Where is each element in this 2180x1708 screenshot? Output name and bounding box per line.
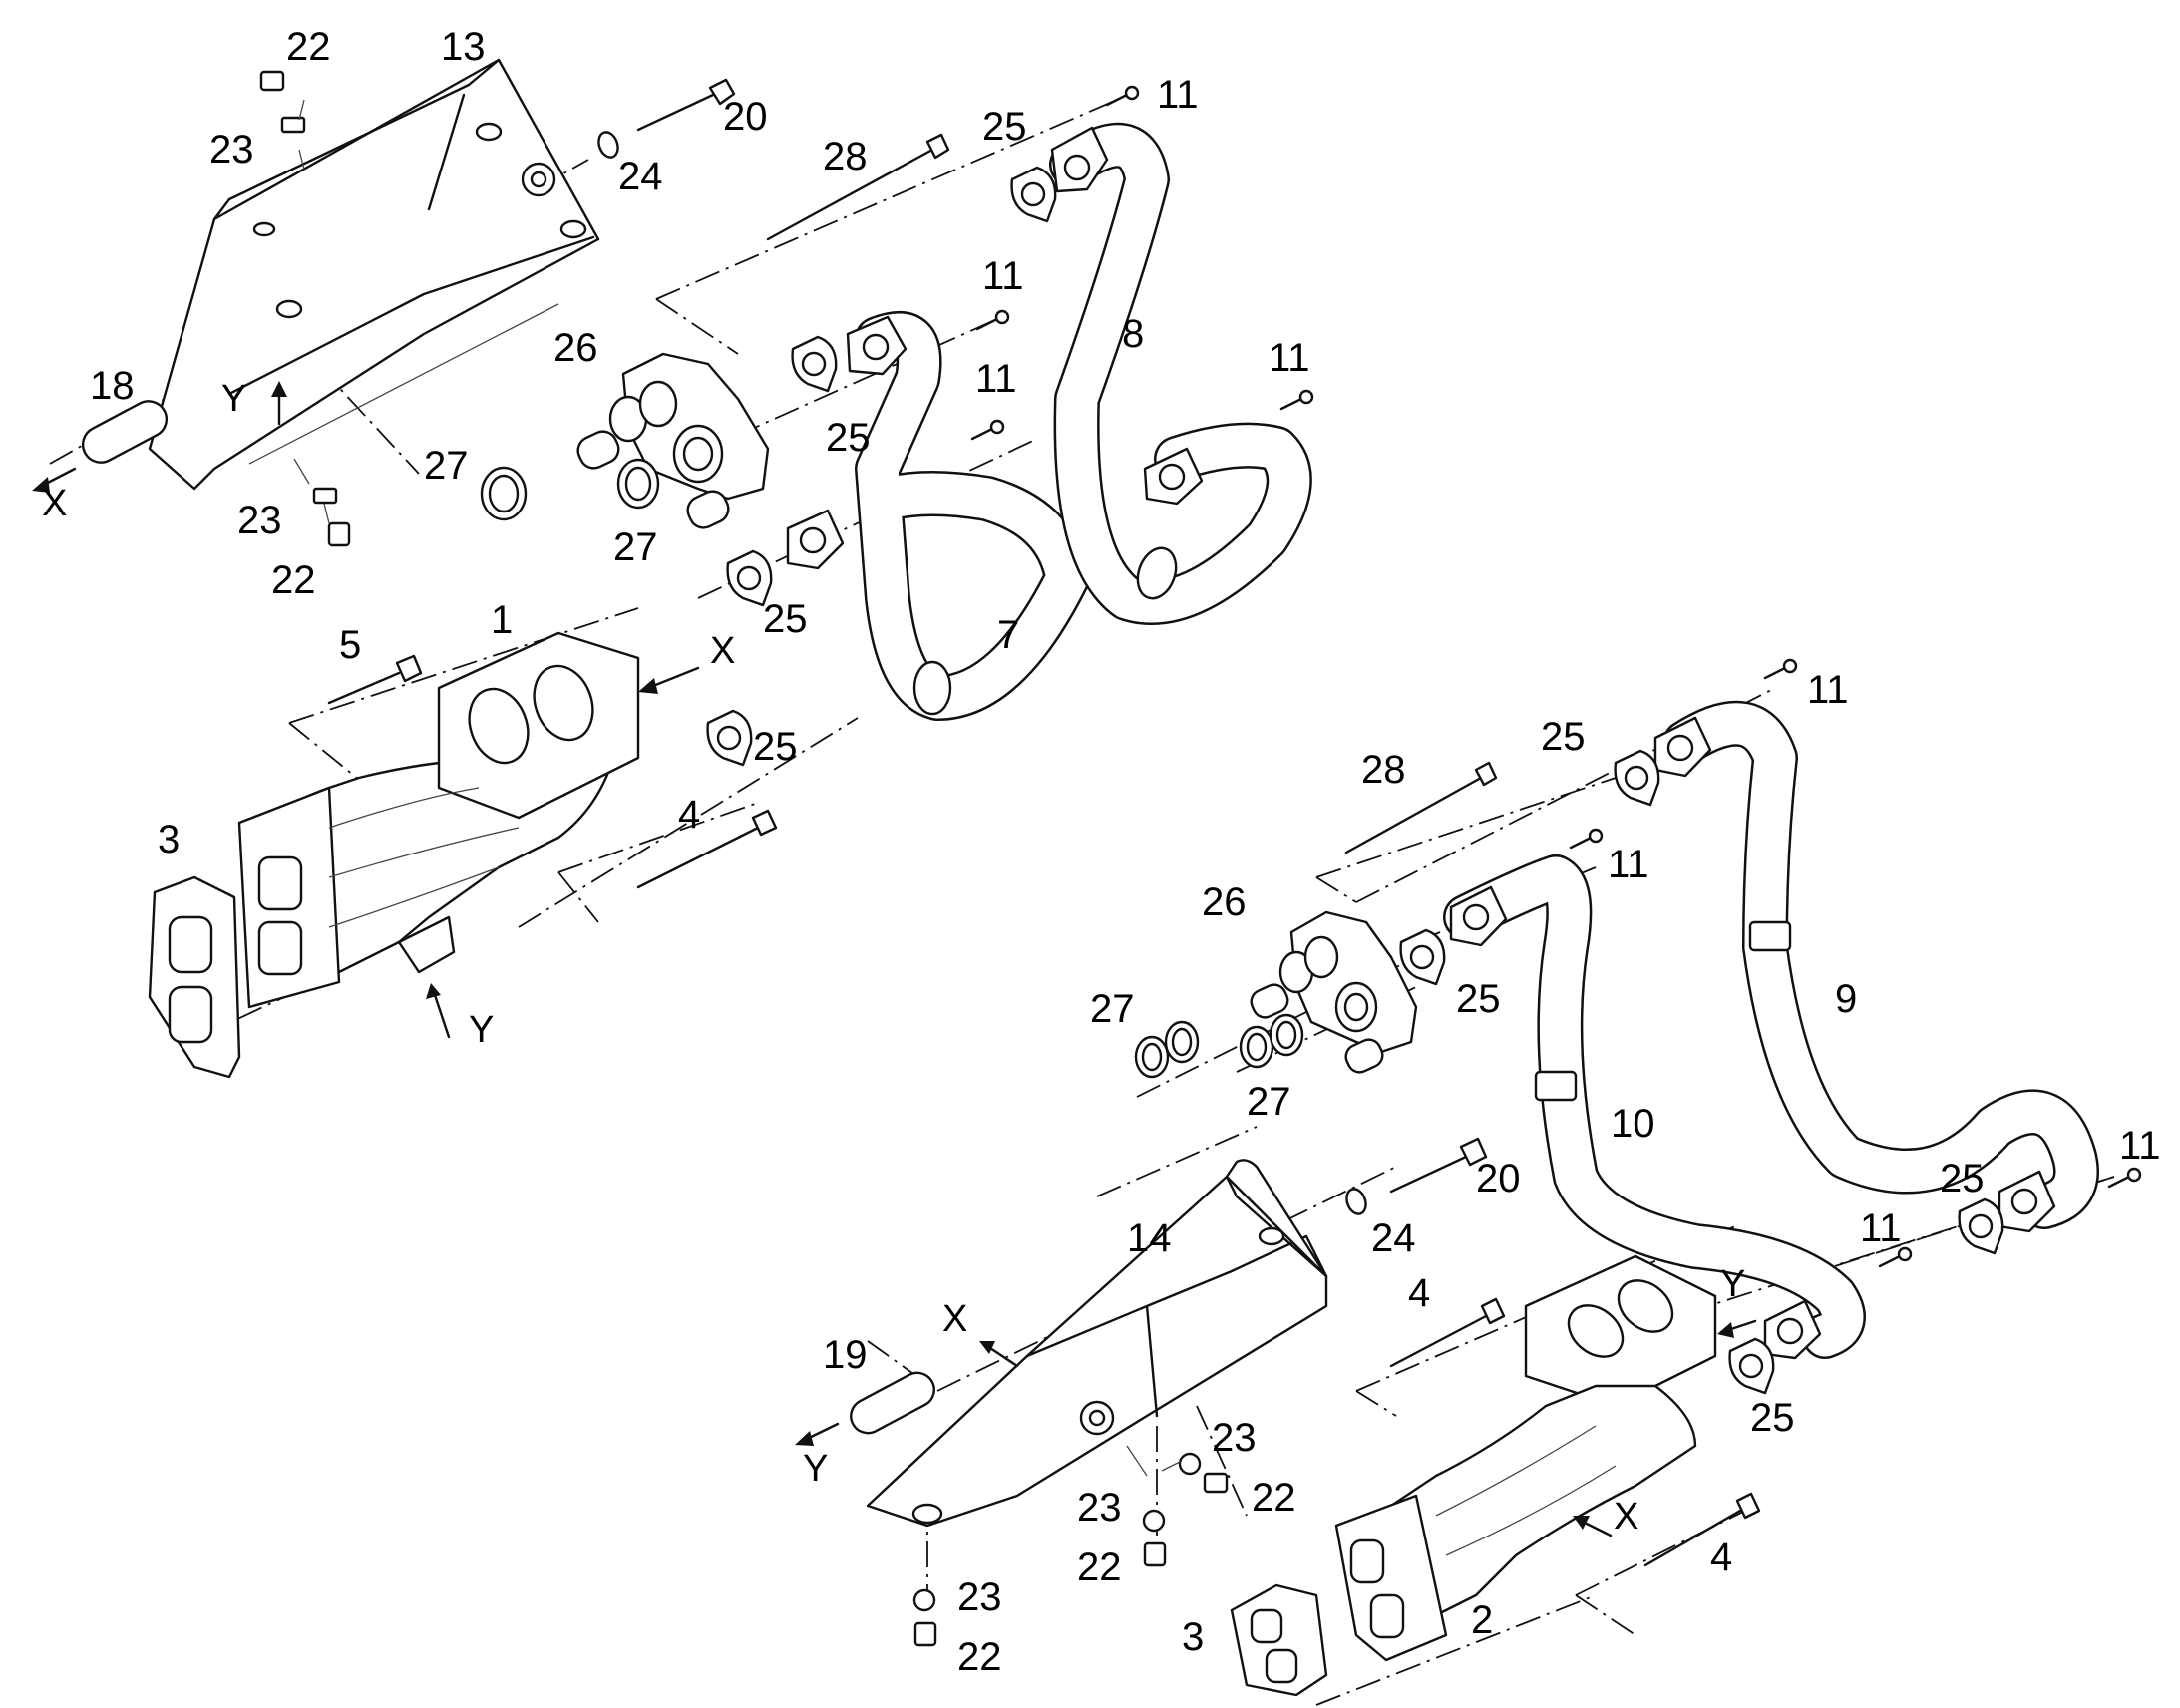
label-4: 4 xyxy=(1710,1536,1732,1579)
label-23: 23 xyxy=(209,128,254,171)
label-11: 11 xyxy=(2119,1124,2161,1168)
label-25: 25 xyxy=(1456,977,1501,1021)
valve-26-top xyxy=(576,352,770,529)
label-27: 27 xyxy=(613,525,658,569)
label-11: 11 xyxy=(1608,843,1649,886)
pipe-9 xyxy=(1662,700,2099,1229)
pipe-7 xyxy=(855,311,1090,721)
label-20: 20 xyxy=(1476,1157,1521,1200)
label-28: 28 xyxy=(1361,748,1406,792)
label-28: 28 xyxy=(823,135,868,178)
label-25: 25 xyxy=(1940,1157,1985,1200)
gasket-3-bottom xyxy=(1230,1583,1328,1697)
label-5: 5 xyxy=(339,623,361,667)
label-11: 11 xyxy=(975,357,1017,401)
axis-label-y: Y xyxy=(469,1009,494,1051)
label-9: 9 xyxy=(1835,977,1857,1021)
label-10: 10 xyxy=(1611,1102,1655,1146)
label-25: 25 xyxy=(982,105,1027,149)
axis-label-x: X xyxy=(1614,1496,1638,1537)
axis-label-y: Y xyxy=(803,1448,828,1490)
exhaust-manifold-2 xyxy=(1334,1254,1717,1662)
label-11: 11 xyxy=(982,254,1024,298)
exhaust-manifold-1 xyxy=(237,631,640,1009)
label-11: 11 xyxy=(1860,1206,1902,1250)
leader-lines xyxy=(293,99,1183,1477)
label-19: 19 xyxy=(823,1333,868,1377)
label-25: 25 xyxy=(1541,715,1586,759)
label-24: 24 xyxy=(1371,1216,1416,1260)
label-20: 20 xyxy=(723,95,768,139)
heat-shield-14 xyxy=(866,1159,1328,1528)
label-22: 22 xyxy=(957,1635,1002,1679)
label-23: 23 xyxy=(1077,1486,1122,1530)
axis-label-x: X xyxy=(42,483,67,524)
label-2: 2 xyxy=(1471,1598,1493,1642)
label-22: 22 xyxy=(1252,1476,1296,1520)
axis-label-y: Y xyxy=(221,378,246,420)
seals-27 xyxy=(480,458,1304,1079)
screws-11 xyxy=(970,85,2142,1268)
label-27: 27 xyxy=(424,444,469,488)
label-4: 4 xyxy=(678,793,700,837)
heat-shield-13 xyxy=(148,58,600,491)
axis-label-x: X xyxy=(710,630,735,672)
pipe-8 xyxy=(1049,122,1312,625)
label-7: 7 xyxy=(997,613,1019,657)
label-24: 24 xyxy=(618,155,663,198)
label-23: 23 xyxy=(1212,1416,1257,1460)
valve-26-bottom xyxy=(1250,910,1418,1074)
label-1: 1 xyxy=(491,598,513,642)
label-26: 26 xyxy=(553,326,598,370)
label-26: 26 xyxy=(1202,880,1247,924)
label-22: 22 xyxy=(1077,1545,1122,1589)
label-23: 23 xyxy=(237,499,282,542)
label-23: 23 xyxy=(957,1575,1002,1619)
label-25: 25 xyxy=(763,597,808,641)
axis-label-x: X xyxy=(942,1298,967,1340)
part-labels: 22 13 20 23 24 25 11 28 11 8 26 11 11 18… xyxy=(90,25,2161,1679)
label-11: 11 xyxy=(1807,668,1849,712)
axis-arrows xyxy=(32,381,1757,1537)
label-27: 27 xyxy=(1247,1080,1291,1124)
bolts xyxy=(81,70,2142,1647)
label-4: 4 xyxy=(1408,1271,1430,1315)
gasket-3-top xyxy=(148,875,241,1079)
label-25: 25 xyxy=(1750,1396,1795,1440)
label-25: 25 xyxy=(826,416,871,460)
axis-label-y: Y xyxy=(1720,1263,1745,1305)
axis-labels: X Y X Y X Y X Y xyxy=(42,378,1745,1537)
label-11: 11 xyxy=(1157,73,1199,117)
label-11: 11 xyxy=(1269,336,1310,380)
label-25: 25 xyxy=(753,725,798,769)
label-22: 22 xyxy=(286,25,331,69)
label-8: 8 xyxy=(1122,312,1144,356)
pipe-flanges xyxy=(786,126,2056,1360)
label-13: 13 xyxy=(441,25,486,69)
label-14: 14 xyxy=(1127,1216,1172,1260)
label-3: 3 xyxy=(158,818,180,861)
label-22: 22 xyxy=(271,558,316,602)
pipe-10 xyxy=(1443,854,1866,1359)
label-27: 27 xyxy=(1090,987,1135,1031)
label-18: 18 xyxy=(90,364,135,408)
gaskets-25 xyxy=(706,166,2004,1395)
label-3: 3 xyxy=(1182,1615,1204,1659)
